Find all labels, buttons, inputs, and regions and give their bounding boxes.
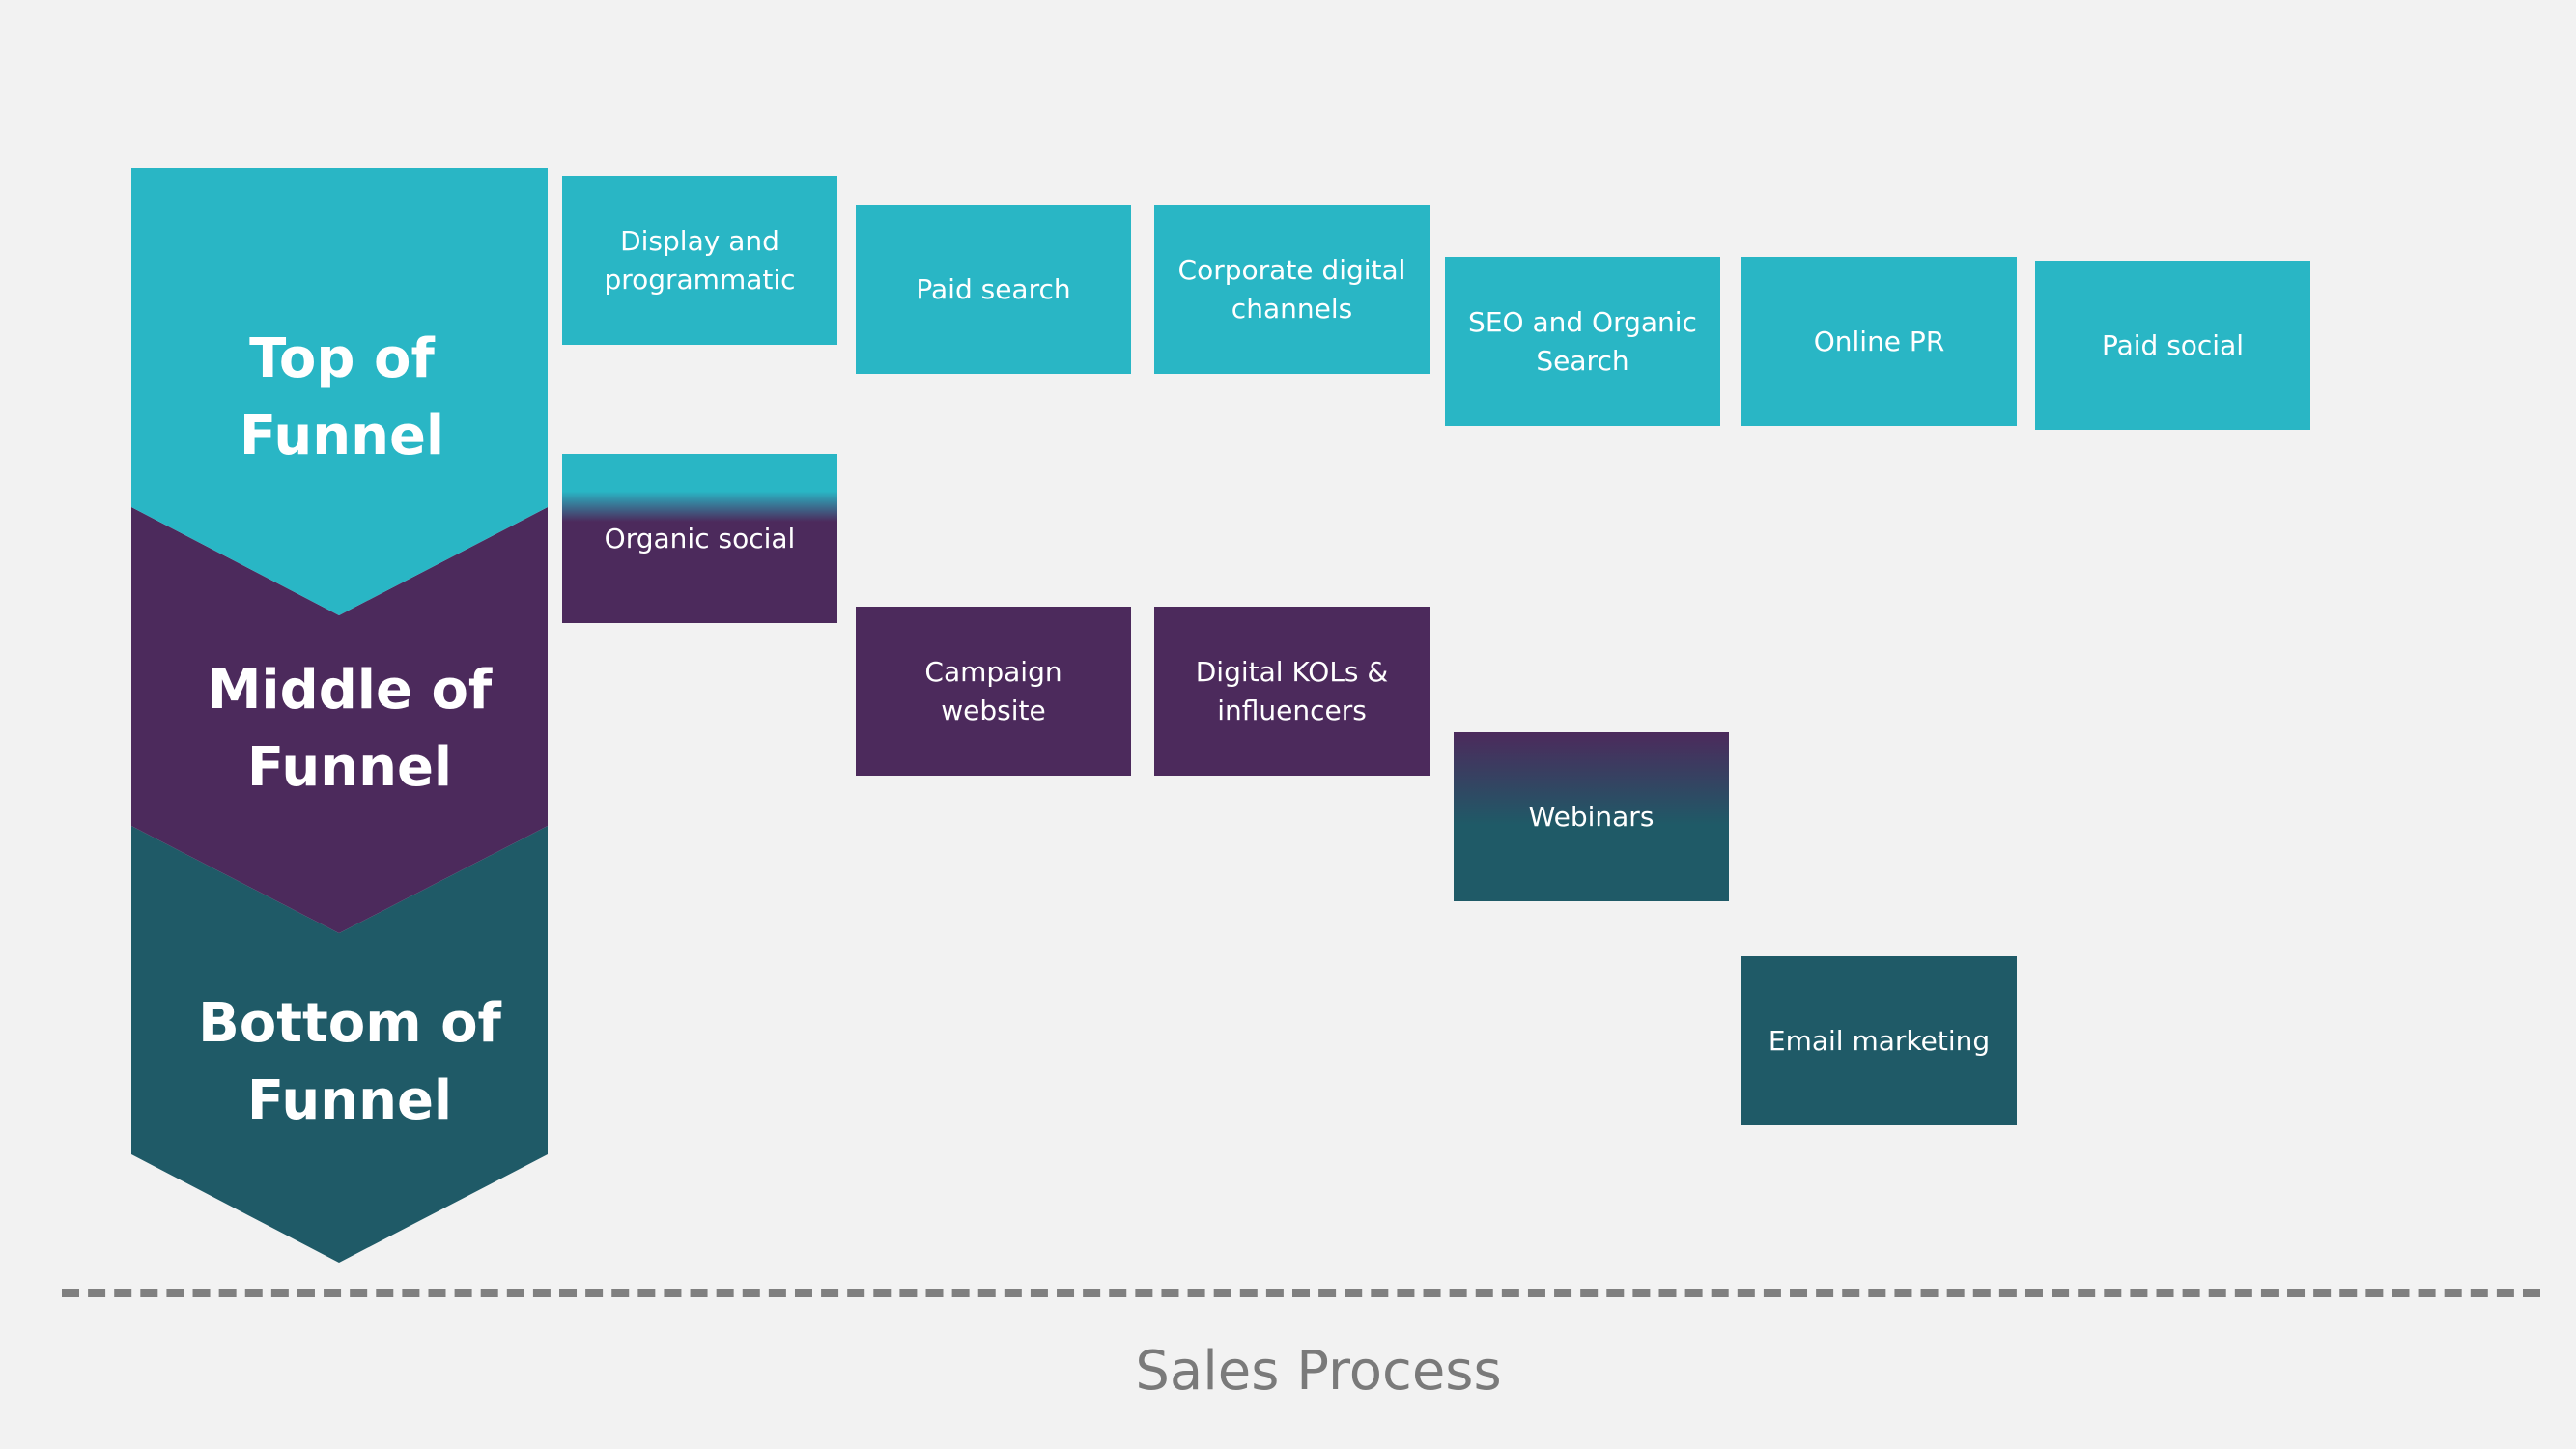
channel-display-programmatic: Display and programmatic (562, 176, 837, 345)
channel-digital-kols: Digital KOLs & influencers (1154, 607, 1430, 776)
funnel-stage-top-shape (131, 168, 548, 615)
channel-seo-organic-search: SEO and Organic Search (1445, 257, 1720, 426)
funnel-stage-middle-shape (131, 507, 548, 933)
sales-process-label: Sales Process (1135, 1340, 1502, 1403)
stage-label-bottom: Bottom of Funnel (198, 992, 501, 1132)
channel-paid-search: Paid search (856, 205, 1131, 374)
channel-webinars: Webinars (1454, 732, 1729, 901)
channel-corporate-digital: Corporate digital channels (1154, 205, 1430, 374)
stage-label-middle: Middle of Funnel (207, 659, 493, 799)
channel-online-pr: Online PR (1741, 257, 2017, 426)
stage-label-top: Top of Funnel (239, 327, 445, 468)
channel-campaign-website: Campaign website (856, 607, 1131, 776)
channel-email-marketing: Email marketing (1741, 956, 2017, 1125)
sales-process-divider (62, 1289, 2540, 1297)
channel-organic-social: Organic social (562, 454, 837, 623)
funnel-stage-bottom-shape (131, 826, 548, 1263)
channel-paid-social: Paid social (2035, 261, 2310, 430)
